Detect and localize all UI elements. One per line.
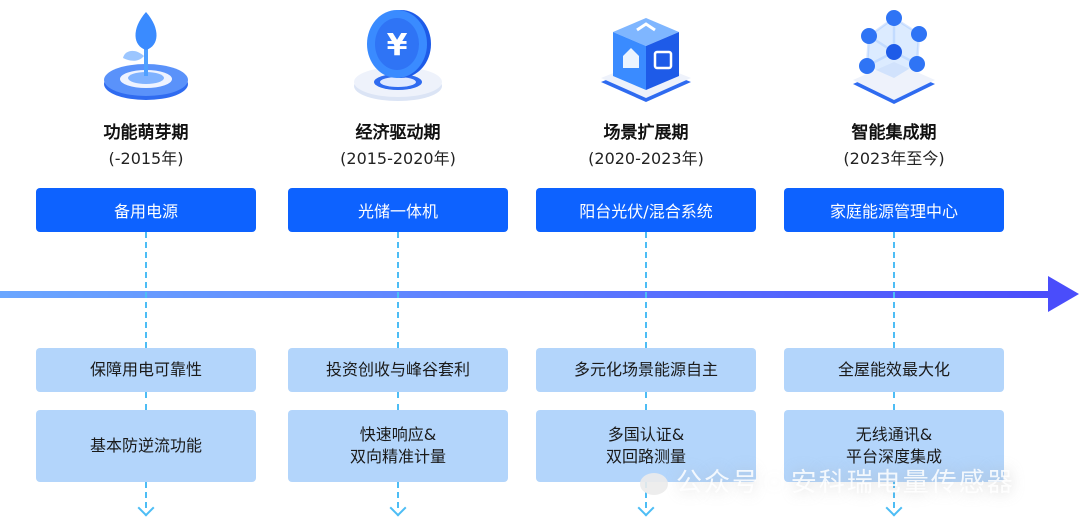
stage-column-1: 功能萌芽期 (-2015年) 备用电源 保障用电可靠性 基本防逆流功能 xyxy=(36,0,256,522)
chevron-down-icon xyxy=(137,499,155,517)
stage-column-4: 智能集成期 (2023年至今) 家庭能源管理中心 全屋能效最大化 无线通讯& 平… xyxy=(784,0,1004,522)
timeline-axis xyxy=(0,291,1048,298)
feature-box: 保障用电可靠性 xyxy=(36,348,256,392)
stage-title: 经济驱动期 xyxy=(355,123,441,143)
feature-label: 保障用电可靠性 xyxy=(89,360,202,379)
feature-box: 基本防逆流功能 xyxy=(36,410,256,482)
feature-label: 快速响应& 双向精准计量 xyxy=(349,425,446,466)
stage-period: (-2015年) xyxy=(108,149,184,168)
feature-box: 多元化场景能源自主 xyxy=(536,348,756,392)
stage-period: (2015-2020年) xyxy=(340,149,456,168)
dashed-connector xyxy=(893,482,895,508)
timeline-arrow-icon xyxy=(1048,276,1079,312)
chevron-down-icon xyxy=(389,499,407,517)
dashed-connector xyxy=(893,232,895,348)
feature-box: 投资创收与峰谷套利 xyxy=(288,348,508,392)
feature-label: 投资创收与峰谷套利 xyxy=(325,360,470,379)
chevron-down-icon xyxy=(885,499,903,517)
stage-title: 智能集成期 xyxy=(851,123,937,143)
feature-label: 无线通讯& 平台深度集成 xyxy=(845,425,942,466)
stage-title: 功能萌芽期 xyxy=(103,123,189,143)
dashed-connector xyxy=(397,392,399,410)
network-molecule-icon xyxy=(839,4,949,114)
feature-box: 无线通讯& 平台深度集成 xyxy=(784,410,1004,482)
feature-label: 多元化场景能源自主 xyxy=(573,360,718,379)
dashed-connector xyxy=(645,482,647,508)
product-box: 阳台光伏/混合系统 xyxy=(536,188,756,232)
stage-period: (2023年至今) xyxy=(843,149,945,168)
product-box: 光储一体机 xyxy=(288,188,508,232)
feature-box: 快速响应& 双向精准计量 xyxy=(288,410,508,482)
stage-column-3: 场景扩展期 (2020-2023年) 阳台光伏/混合系统 多元化场景能源自主 多… xyxy=(536,0,756,522)
stage-title: 场景扩展期 xyxy=(603,123,689,143)
product-box: 备用电源 xyxy=(36,188,256,232)
feature-box: 全屋能效最大化 xyxy=(784,348,1004,392)
product-label: 家庭能源管理中心 xyxy=(829,202,958,221)
chevron-down-icon xyxy=(637,499,655,517)
dashed-connector xyxy=(645,392,647,410)
yuan-coin-icon: ¥ xyxy=(343,4,453,114)
feature-box: 多国认证& 双回路测量 xyxy=(536,410,756,482)
sprout-icon xyxy=(91,4,201,114)
dashed-connector xyxy=(645,232,647,348)
product-label: 备用电源 xyxy=(113,202,178,221)
watermark: 公众号 · 安科瑞电量传感器 xyxy=(640,462,1015,499)
svg-text:¥: ¥ xyxy=(387,28,408,63)
dashed-connector xyxy=(893,392,895,410)
product-label: 光储一体机 xyxy=(357,202,438,221)
dashed-connector xyxy=(397,232,399,348)
feature-label: 基本防逆流功能 xyxy=(89,436,202,455)
wechat-icon xyxy=(640,472,668,495)
product-label: 阳台光伏/混合系统 xyxy=(579,202,713,221)
dashed-connector xyxy=(145,232,147,348)
watermark-text: 公众号 · 安科瑞电量传感器 xyxy=(676,468,1015,498)
dashed-connector xyxy=(397,482,399,508)
house-cube-icon xyxy=(591,4,701,114)
feature-label: 多国认证& 双回路测量 xyxy=(605,425,686,466)
dashed-connector xyxy=(145,392,147,410)
stage-period: (2020-2023年) xyxy=(588,149,704,168)
dashed-connector xyxy=(145,482,147,508)
product-box: 家庭能源管理中心 xyxy=(784,188,1004,232)
stage-column-2: ¥ 经济驱动期 (2015-2020年) 光储一体机 投资创收与峰谷套利 快速响… xyxy=(288,0,508,522)
feature-label: 全屋能效最大化 xyxy=(837,360,950,379)
